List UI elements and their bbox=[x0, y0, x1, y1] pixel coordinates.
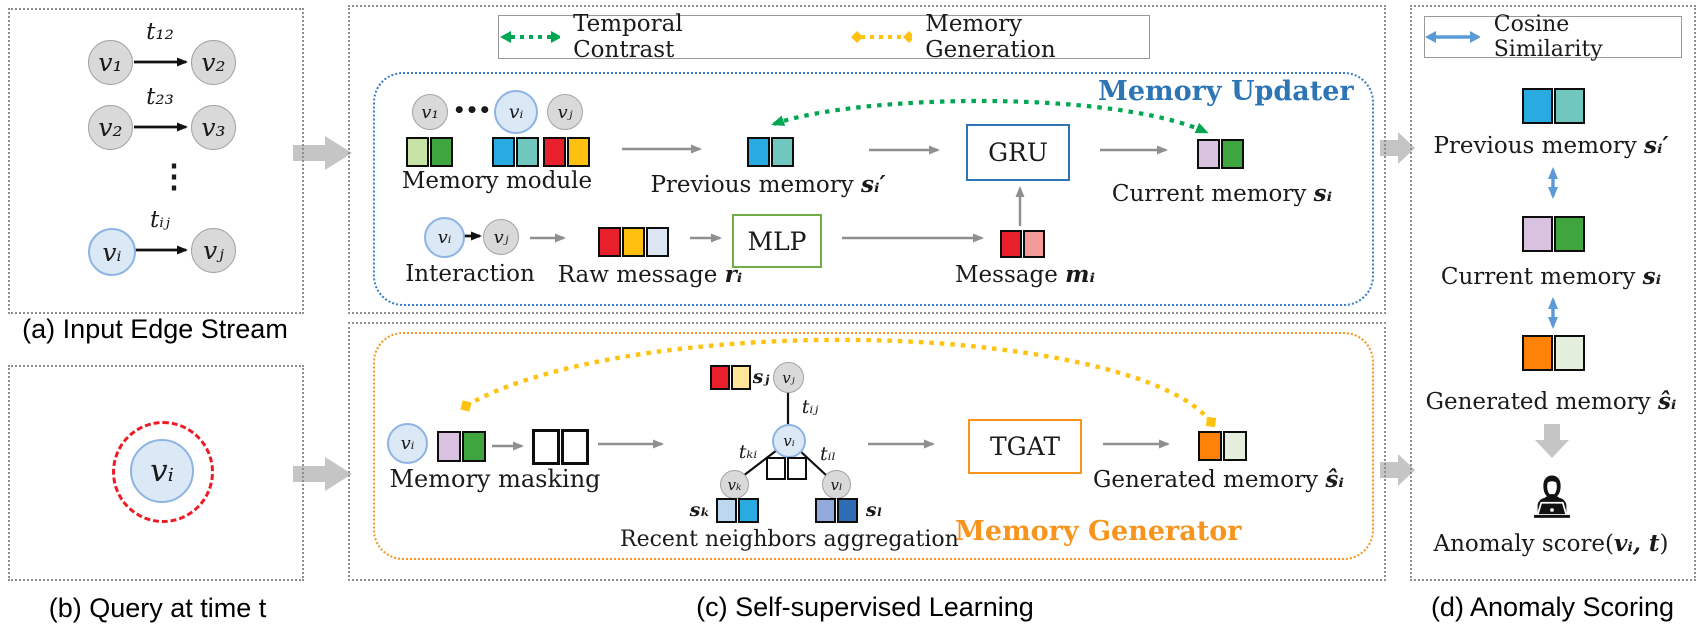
raw-message-label: Raw message rᵢ bbox=[557, 261, 743, 288]
current-memory-cells bbox=[1197, 139, 1244, 169]
memory-generation-arrow-icon bbox=[851, 31, 913, 43]
graph-masked-cells bbox=[766, 457, 807, 480]
node-vi-query: vᵢ bbox=[88, 228, 136, 276]
query-dashed-circle bbox=[112, 421, 214, 523]
masking-node-vi: vᵢ bbox=[387, 423, 428, 464]
cosine-similarity-label: Cosine Similarity bbox=[1493, 12, 1603, 62]
node-v3: v₃ bbox=[191, 105, 236, 150]
edge-time-t23: t₂₃ bbox=[146, 84, 174, 110]
legend-temporal-contrast: Temporal Contrast bbox=[499, 11, 781, 63]
score-current-label: Current memory sᵢ bbox=[1440, 263, 1662, 290]
panel-query-at-time-t bbox=[8, 365, 304, 581]
score-previous-label: Previous memory sᵢ′ bbox=[1433, 132, 1669, 159]
memory-masking-label: Memory masking bbox=[389, 465, 601, 493]
node-memmod-v1: v₁ bbox=[412, 94, 448, 130]
graph-node-vj: vⱼ bbox=[773, 362, 804, 393]
caption-panel-b: (b) Query at time t bbox=[48, 593, 267, 623]
panel-anomaly-scoring bbox=[1410, 5, 1696, 581]
sk-cells bbox=[716, 498, 759, 523]
legend-temporal-contrast-label: Temporal Contrast bbox=[573, 11, 683, 63]
anomaly-score-label: Anomaly score(vᵢ, t) bbox=[1433, 530, 1669, 557]
memmod-dots: ••• bbox=[452, 98, 492, 122]
memory-updater-box bbox=[373, 72, 1374, 306]
hacker-icon bbox=[1534, 475, 1570, 518]
current-memory-label: Current memory sᵢ bbox=[1111, 180, 1333, 207]
sl-cells bbox=[815, 498, 858, 523]
masked-cells bbox=[532, 429, 589, 465]
edge-time-t12: t₁₂ bbox=[146, 19, 174, 45]
sj-cells bbox=[710, 365, 751, 390]
message-cells bbox=[1000, 230, 1045, 258]
graph-tij-label: tᵢⱼ bbox=[801, 396, 819, 418]
panel-input-edge-stream bbox=[8, 8, 304, 314]
node-v1: v₁ bbox=[88, 40, 133, 85]
memory-generator-box bbox=[373, 332, 1374, 560]
memory-cells-vj bbox=[543, 137, 590, 167]
caption-panel-c: (c) Self-supervised Learning bbox=[696, 592, 1034, 622]
interaction-label: Interaction bbox=[405, 261, 535, 287]
interaction-node-vj: vⱼ bbox=[483, 219, 519, 255]
graph-til-label: tᵢₗ bbox=[819, 443, 837, 465]
vertical-ellipsis: ⋮ bbox=[158, 157, 190, 195]
mlp-box: MLP bbox=[732, 214, 822, 268]
memory-cells-v1 bbox=[406, 137, 453, 167]
score-generated-label: Generated memory ŝᵢ bbox=[1425, 388, 1677, 415]
node-memmod-vi: vᵢ bbox=[494, 90, 538, 134]
graph-node-vk: vₖ bbox=[720, 470, 749, 499]
score-current-cells bbox=[1522, 216, 1585, 252]
memory-updater-title: Memory Updater bbox=[1098, 76, 1354, 107]
raw-message-cells bbox=[598, 227, 669, 257]
edge-time-tij: tᵢⱼ bbox=[150, 207, 170, 233]
memory-cells-vi bbox=[492, 137, 539, 167]
aggregation-label: Recent neighbors aggregation bbox=[620, 527, 959, 552]
graph-node-vl: vₗ bbox=[822, 470, 851, 499]
memory-module-label: Memory module bbox=[401, 168, 593, 194]
node-vj: vⱼ bbox=[191, 228, 236, 273]
message-label: Message mᵢ bbox=[955, 261, 1095, 288]
node-v2b: v₂ bbox=[88, 105, 133, 150]
caption-panel-a: (a) Input Edge Stream bbox=[22, 314, 288, 344]
generated-memory-label: Generated memory ŝᵢ bbox=[1093, 466, 1344, 493]
caption-panel-d: (d) Anomaly Scoring bbox=[1430, 592, 1675, 622]
panel-self-supervised-top bbox=[348, 5, 1386, 314]
sj-label: sⱼ bbox=[752, 366, 770, 388]
cosine-similarity-arrow-icon bbox=[1425, 31, 1480, 43]
graph-node-vi: vᵢ bbox=[772, 424, 806, 458]
sk-label: sₖ bbox=[689, 499, 711, 521]
node-memmod-vj: vⱼ bbox=[547, 94, 583, 130]
sl-label: sₗ bbox=[865, 499, 883, 521]
memory-generator-title: Memory Generator bbox=[955, 516, 1242, 547]
tgat-box: TGAT bbox=[968, 419, 1082, 474]
gru-box: GRU bbox=[966, 124, 1070, 181]
interaction-node-vi: vᵢ bbox=[424, 217, 465, 258]
node-v2: v₂ bbox=[191, 40, 236, 85]
graph-tki-label: tₖᵢ bbox=[738, 441, 758, 463]
previous-memory-cells bbox=[747, 137, 794, 167]
score-previous-cells bbox=[1522, 88, 1585, 124]
contrast-legend: Temporal Contrast Memory Generation bbox=[498, 11, 1150, 63]
legend-memory-generation-label: Memory Generation bbox=[925, 11, 1056, 63]
query-node-vi: vᵢ bbox=[130, 439, 194, 503]
score-generated-cells bbox=[1522, 335, 1585, 371]
masking-source-cells bbox=[437, 431, 486, 462]
previous-memory-label: Previous memory sᵢ′ bbox=[650, 171, 886, 198]
panel-self-supervised-bottom bbox=[348, 322, 1386, 581]
temporal-contrast-arrow-icon bbox=[500, 31, 561, 43]
legend-memory-generation: Memory Generation bbox=[851, 11, 1149, 63]
cosine-legend: Cosine Similarity bbox=[1424, 12, 1682, 62]
generated-memory-cells bbox=[1198, 431, 1247, 461]
